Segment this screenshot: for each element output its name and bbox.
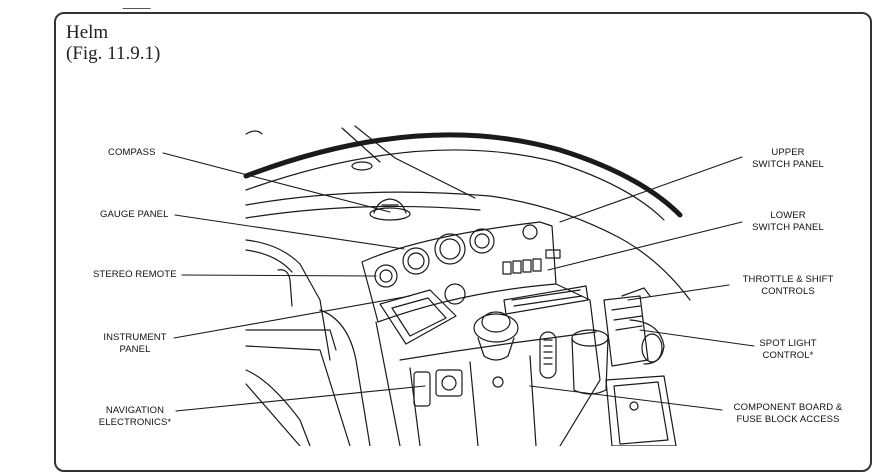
label-lower-line1: LOWER bbox=[770, 210, 806, 221]
label-instrument-line1: INSTRUMENT bbox=[103, 332, 167, 343]
label-navigation-line1: NAVIGATION bbox=[105, 405, 165, 416]
compass-icon bbox=[369, 198, 411, 221]
label-instrument-line2: PANEL bbox=[119, 344, 151, 355]
steering-wheel-hub bbox=[473, 311, 519, 361]
figure-heading: Helm (Fig. 11.9.1) bbox=[66, 22, 160, 64]
label-upper-line2: SWITCH PANEL bbox=[752, 159, 824, 170]
label-navigation-line2: ELECTRONICS* bbox=[98, 417, 172, 428]
lower-switch-bank bbox=[503, 285, 589, 315]
helm-line-drawing bbox=[162, 125, 755, 446]
label-spot-light-control: SPOT LIGHT CONTROL* bbox=[746, 338, 830, 362]
label-throttle-shift-controls: THROTTLE & SHIFT CONTROLS bbox=[732, 274, 844, 298]
label-lower-line2: SWITCH PANEL bbox=[752, 222, 824, 233]
label-stereo-remote: STEREO REMOTE bbox=[93, 269, 177, 280]
dash-panel bbox=[361, 221, 557, 323]
label-throttle-line2: CONTROLS bbox=[761, 286, 815, 297]
label-instrument-panel: INSTRUMENT PANEL bbox=[101, 332, 169, 356]
label-spotlight-line2: CONTROL* bbox=[762, 350, 814, 361]
label-compass: COMPASS bbox=[108, 147, 156, 158]
label-upper-switch-panel: UPPER SWITCH PANEL bbox=[746, 147, 830, 171]
label-lower-switch-panel: LOWER SWITCH PANEL bbox=[746, 210, 830, 234]
label-gauge-panel: GAUGE PANEL bbox=[100, 209, 169, 220]
trim-gauge-and-cupholder bbox=[539, 329, 609, 395]
figure-caption: (Fig. 11.9.1) bbox=[66, 43, 161, 64]
label-component-board: COMPONENT BOARD & FUSE BLOCK ACCESS bbox=[726, 402, 850, 426]
label-upper-line1: UPPER bbox=[771, 147, 805, 158]
instrument-panel bbox=[379, 283, 466, 345]
label-navigation-electronics: NAVIGATION ELECTRONICS* bbox=[96, 405, 174, 429]
port-side-structure bbox=[245, 239, 371, 446]
windshield-frame bbox=[243, 125, 691, 301]
upper-switch-bank bbox=[502, 249, 561, 275]
leader-lines bbox=[162, 152, 755, 412]
label-spotlight-line1: SPOT LIGHT bbox=[759, 338, 817, 349]
figure-title: Helm bbox=[66, 22, 160, 43]
access-hatch bbox=[605, 375, 677, 446]
helm-console bbox=[375, 283, 601, 446]
figure-title-text: Helm bbox=[66, 22, 109, 43]
throttle-and-spotlight bbox=[603, 287, 665, 367]
label-component-line1: COMPONENT BOARD & bbox=[733, 402, 843, 413]
label-throttle-line1: THROTTLE & SHIFT bbox=[742, 274, 834, 285]
label-component-line2: FUSE BLOCK ACCESS bbox=[736, 414, 840, 425]
